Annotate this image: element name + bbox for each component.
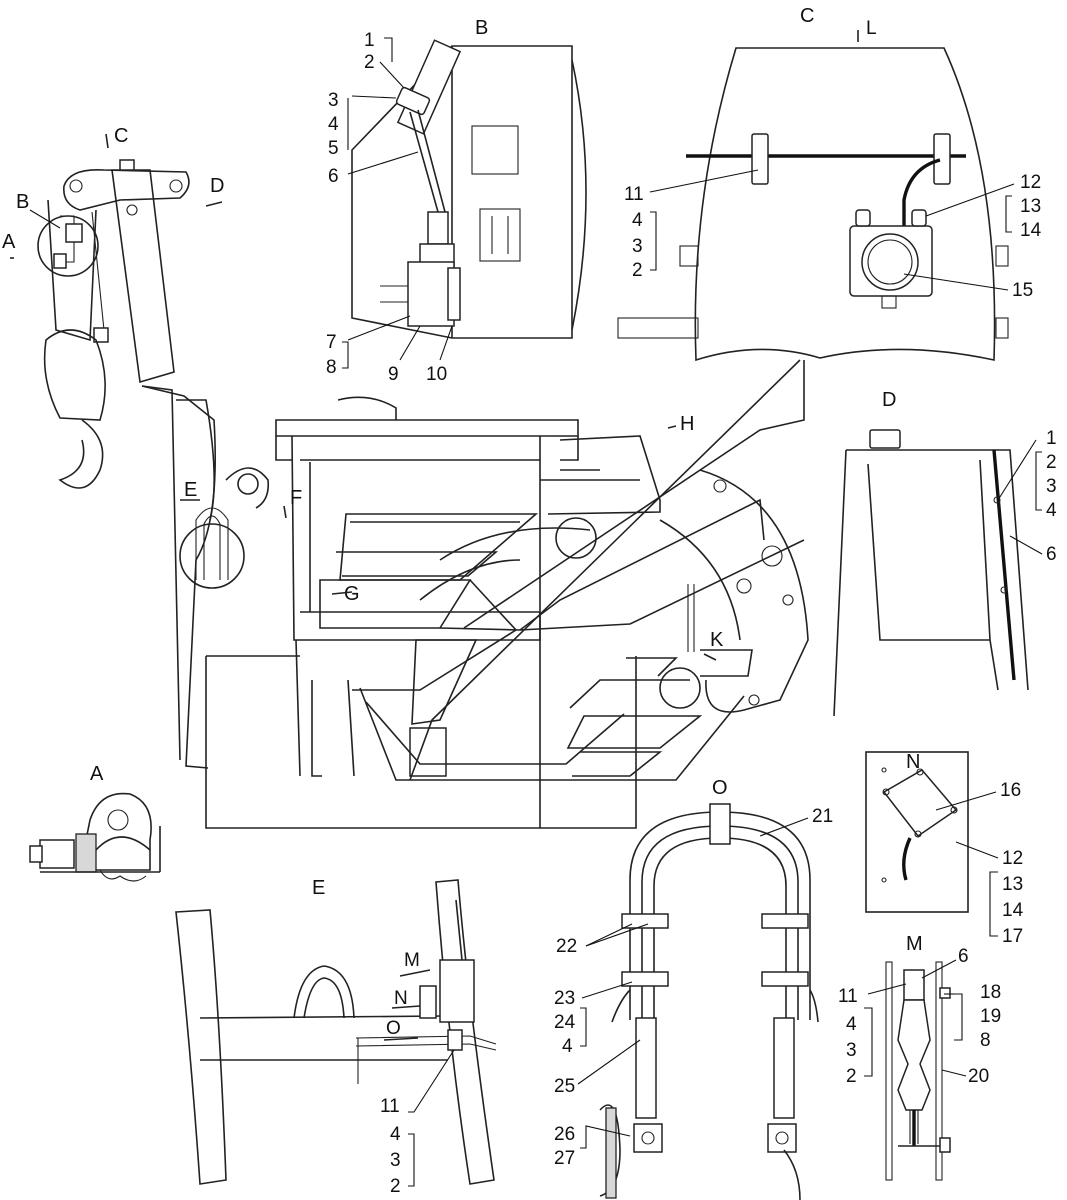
callout-n-17: 17: [1002, 926, 1023, 947]
callout-e-3: 3: [390, 1150, 401, 1171]
view-m: M 6 11 4 3 2 18 19 8 20: [838, 933, 1001, 1181]
callout-c-13: 13: [1020, 196, 1041, 217]
callout-o-24: 24: [554, 1012, 576, 1033]
view-o: O 21 22 23 24 4 25 26 27: [554, 777, 833, 1200]
callout-d-2: 2: [1046, 452, 1057, 473]
callout-d-1: 1: [1046, 428, 1057, 449]
callout-m-6: 6: [958, 946, 969, 967]
view-b-marker: B: [16, 191, 29, 213]
arrow-h-label: H: [680, 413, 694, 435]
callout-o-21: 21: [812, 806, 833, 827]
callout-d-3: 3: [1046, 476, 1057, 497]
arrow-f-label: F: [290, 487, 302, 509]
callout-b-7: 7: [326, 332, 337, 353]
view-e-title: E: [312, 877, 325, 899]
callout-o-22: 22: [556, 936, 577, 957]
callout-c-2: 2: [632, 260, 643, 281]
callout-c-3: 3: [632, 236, 643, 257]
view-b-title: B: [475, 17, 488, 39]
arrow-l-label: L: [866, 18, 877, 39]
callout-o-25: 25: [554, 1076, 575, 1097]
callout-o-27: 27: [554, 1148, 575, 1169]
arrow-e-label: E: [184, 479, 197, 501]
callout-m-8: 8: [980, 1030, 991, 1051]
view-d-title: D: [882, 389, 896, 411]
view-o-title: O: [712, 777, 728, 799]
callout-b-1: 1: [364, 30, 375, 51]
callout-c-12: 12: [1020, 172, 1041, 193]
view-c-marker: C: [114, 125, 128, 147]
callout-b-10: 10: [426, 364, 447, 385]
arrow-g-label: G: [344, 583, 360, 605]
callout-c-15: 15: [1012, 280, 1033, 301]
callout-c-4: 4: [632, 210, 643, 231]
detail-e-locator: E: [176, 399, 270, 589]
view-c: C L 11 4 3 2 12 13 14 15: [617, 5, 1042, 362]
callout-n-13: 13: [1002, 874, 1023, 895]
view-b: B 1 2 3 4 5 6 7 8 9 10: [326, 17, 587, 385]
callout-b-5: 5: [328, 138, 339, 159]
callout-o-26: 26: [554, 1124, 575, 1145]
view-d-marker: D: [210, 175, 224, 197]
callout-b-8: 8: [326, 357, 337, 378]
callout-m-19: 19: [980, 1006, 1001, 1027]
callout-m-3: 3: [846, 1040, 857, 1061]
view-n-title: N: [906, 751, 920, 773]
callout-e-2: 2: [390, 1176, 401, 1197]
callout-c-11: 11: [624, 184, 644, 205]
callout-m-2: 2: [846, 1066, 857, 1087]
callout-b-3: 3: [328, 90, 339, 111]
callout-m-4: 4: [846, 1014, 857, 1035]
callout-c-14: 14: [1020, 220, 1042, 241]
crane-side-view: B A C D: [2, 125, 224, 769]
callout-n-14: 14: [1002, 900, 1024, 921]
arrow-k-label: K: [710, 629, 724, 651]
callout-b-2: 2: [364, 52, 375, 73]
callout-d-6: 6: [1046, 544, 1057, 565]
arrow-n-label: N: [394, 988, 408, 1009]
callout-m-18: 18: [980, 982, 1001, 1003]
callout-o-23: 23: [554, 988, 575, 1009]
main-assembly: H G F K: [205, 359, 809, 829]
view-e: E M N O 11 4 3 2: [175, 877, 497, 1197]
callout-b-4: 4: [328, 114, 339, 135]
view-n: N 16 12 13 14 17: [865, 751, 1024, 947]
callout-m-11: 11: [838, 986, 858, 1007]
callout-e-11: 11: [380, 1096, 400, 1117]
callout-n-16: 16: [1000, 780, 1021, 801]
callout-n-12: 12: [1002, 848, 1023, 869]
callout-b-6: 6: [328, 166, 339, 187]
view-d: D 1 2 3 4 6: [833, 389, 1057, 717]
arrow-o-label: O: [386, 1018, 401, 1039]
view-m-title: M: [906, 933, 923, 955]
callout-d-4: 4: [1046, 500, 1057, 521]
view-a: A: [29, 763, 161, 882]
callout-e-4: 4: [390, 1124, 401, 1145]
view-c-title: C: [800, 5, 814, 27]
callout-b-9: 9: [388, 364, 399, 385]
callout-o-4: 4: [562, 1036, 573, 1057]
arrow-m-label: M: [404, 950, 420, 971]
callout-m-20: 20: [968, 1066, 989, 1087]
view-a-marker: A: [2, 231, 16, 253]
view-a-title: A: [90, 763, 104, 785]
